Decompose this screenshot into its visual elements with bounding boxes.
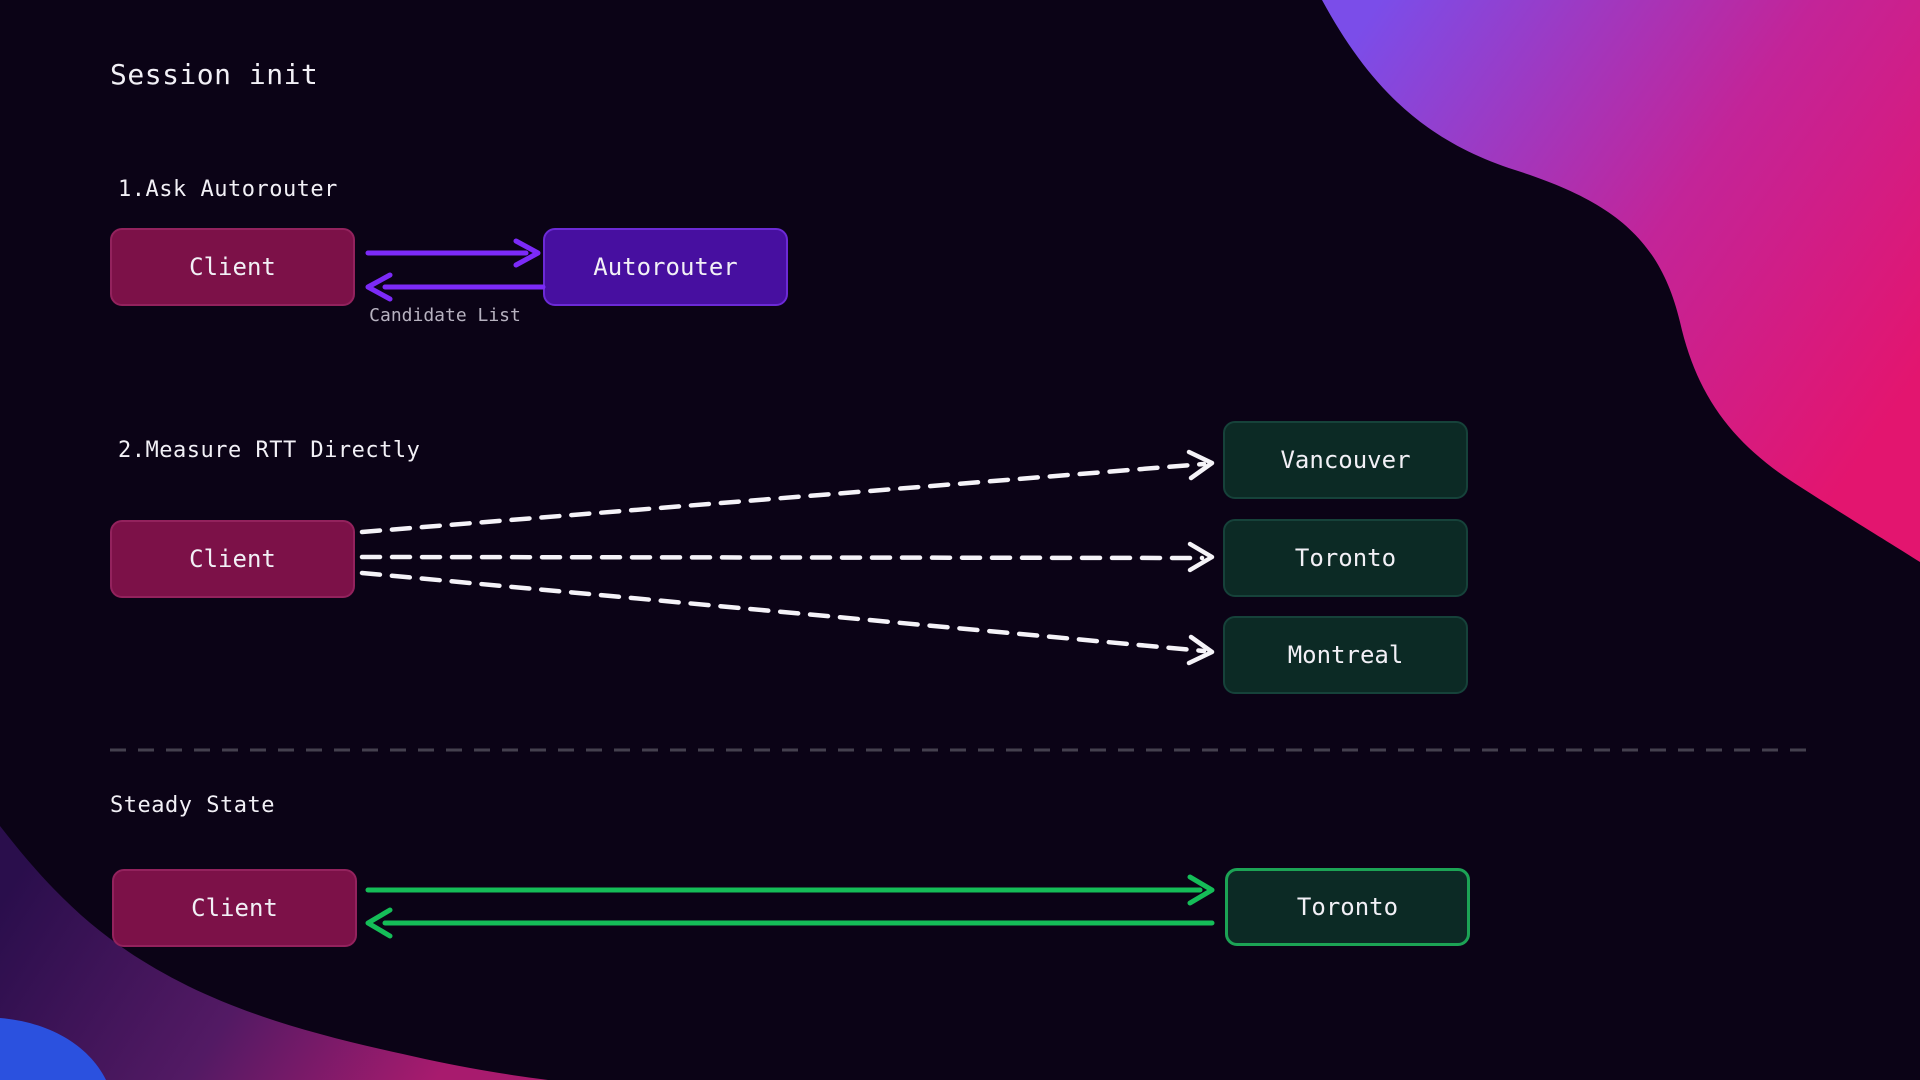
rtt-probe-montreal-arrow-icon xyxy=(359,570,1215,666)
client-node-steady: Client xyxy=(112,869,357,947)
client-node-label: Client xyxy=(191,894,278,922)
section-heading-measure-rtt: 2.Measure RTT Directly xyxy=(118,438,421,463)
candidate-list-label: Candidate List xyxy=(369,305,521,326)
rtt-probe-toronto-arrow-icon xyxy=(359,541,1215,573)
autorouter-node-label: Autorouter xyxy=(593,253,738,281)
client-node-measure: Client xyxy=(110,520,355,598)
vancouver-node: Vancouver xyxy=(1223,421,1468,499)
client-node-label: Client xyxy=(189,545,276,573)
section-heading-ask-autorouter: 1.Ask Autorouter xyxy=(118,177,338,202)
toronto-node: Toronto xyxy=(1223,519,1468,597)
client-node-label: Client xyxy=(189,253,276,281)
steady-toronto-to-client-arrow-icon xyxy=(365,907,1215,939)
bottom-left-gradient-blob xyxy=(0,826,548,1080)
vancouver-node-label: Vancouver xyxy=(1280,446,1411,474)
client-to-autorouter-arrow-icon xyxy=(365,238,541,268)
montreal-node-label: Montreal xyxy=(1287,641,1404,669)
autorouter-to-client-arrow-icon xyxy=(365,272,546,302)
selected-toronto-node: Toronto xyxy=(1225,868,1470,946)
montreal-node: Montreal xyxy=(1223,616,1468,694)
section-heading-steady-state: Steady State xyxy=(110,793,275,818)
client-node-ask: Client xyxy=(110,228,355,306)
page-title: Session init xyxy=(110,58,319,91)
steady-client-to-toronto-arrow-icon xyxy=(365,874,1215,906)
toronto-node-label: Toronto xyxy=(1294,544,1397,572)
selected-toronto-node-label: Toronto xyxy=(1296,893,1399,921)
rtt-probe-vancouver-arrow-icon xyxy=(359,449,1215,535)
autorouter-node: Autorouter xyxy=(543,228,788,306)
bottom-left-blue-blob xyxy=(0,1018,106,1080)
